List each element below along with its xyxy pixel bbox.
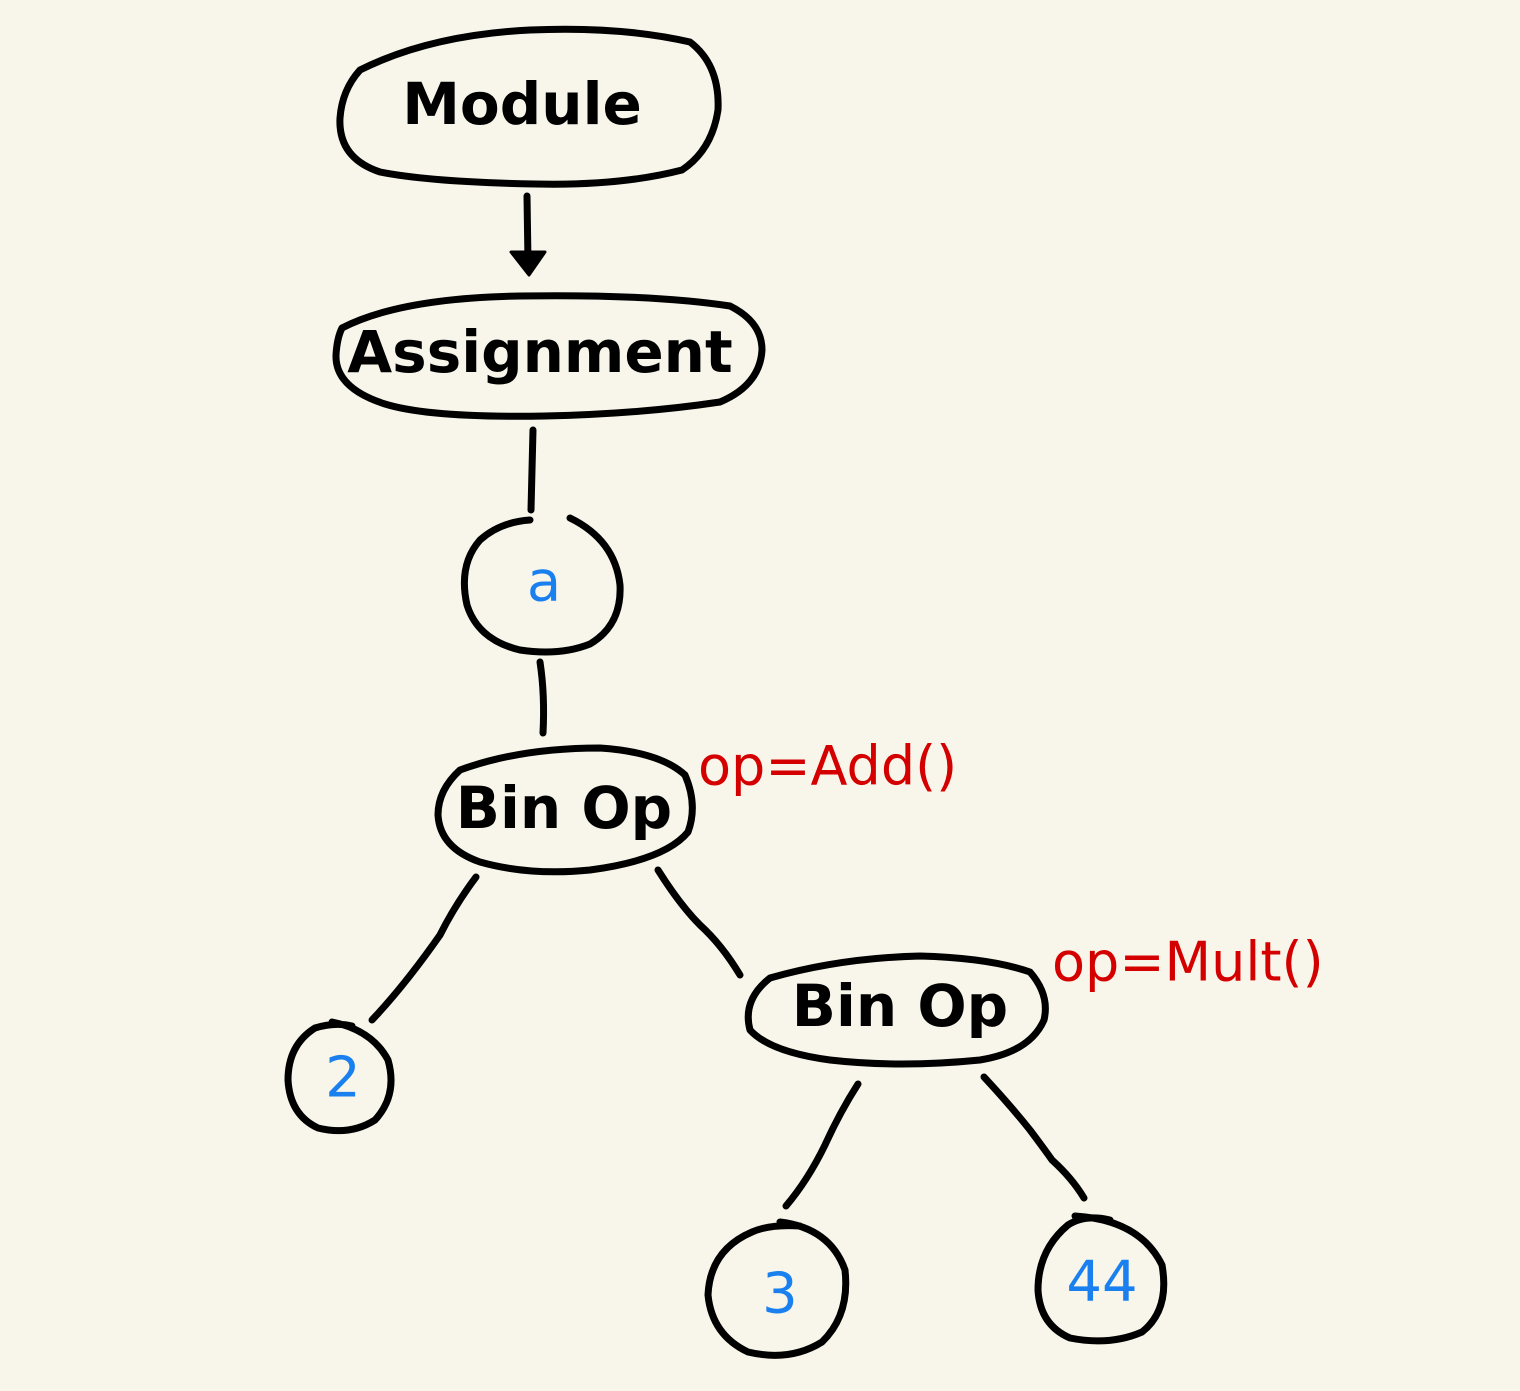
node-binop-mult-outline <box>744 952 1049 1068</box>
node-binop-mult-label: Bin Op <box>792 972 1008 1040</box>
arrowhead-down-icon <box>509 250 547 277</box>
node-forty-four-outline <box>1034 1212 1168 1345</box>
edge-binop-add-binop-mult <box>654 866 744 979</box>
node-three: 3 <box>704 1218 850 1359</box>
node-binop-add: Bin Op <box>434 744 696 876</box>
node-forty-four-label: 44 <box>1066 1250 1137 1315</box>
edge-binop-mult-forty-four <box>980 1073 1088 1202</box>
node-two: 2 <box>284 1018 395 1135</box>
node-assignment-label: Assignment <box>347 318 732 386</box>
node-forty-four: 44 <box>1034 1212 1168 1345</box>
edge-binop-mult-three <box>782 1080 862 1210</box>
node-module-label: Module <box>402 70 642 138</box>
node-binop-add-label: Bin Op <box>456 774 672 842</box>
edge-binop-add-two <box>368 873 480 1024</box>
node-a-label: a <box>527 550 561 615</box>
edge-a-binop-add <box>536 658 548 737</box>
annotation-op-mult: op=Mult() <box>1052 931 1324 994</box>
edge-assignment-a <box>527 426 537 514</box>
node-assignment: Assignment <box>332 292 766 420</box>
node-three-label: 3 <box>762 1262 798 1327</box>
node-assignment-outline <box>332 292 766 420</box>
node-three-outline <box>704 1218 850 1359</box>
node-binop-add-outline <box>434 744 696 876</box>
edges <box>368 192 1088 1210</box>
node-module-outline <box>336 25 722 188</box>
node-module: Module <box>336 25 722 188</box>
annotation-op-add: op=Add() <box>698 735 957 798</box>
node-two-outline <box>284 1018 395 1135</box>
node-binop-mult: Bin Op <box>744 952 1049 1068</box>
node-a: a <box>460 514 624 656</box>
node-a-outline <box>460 514 624 656</box>
node-two-label: 2 <box>325 1046 361 1111</box>
